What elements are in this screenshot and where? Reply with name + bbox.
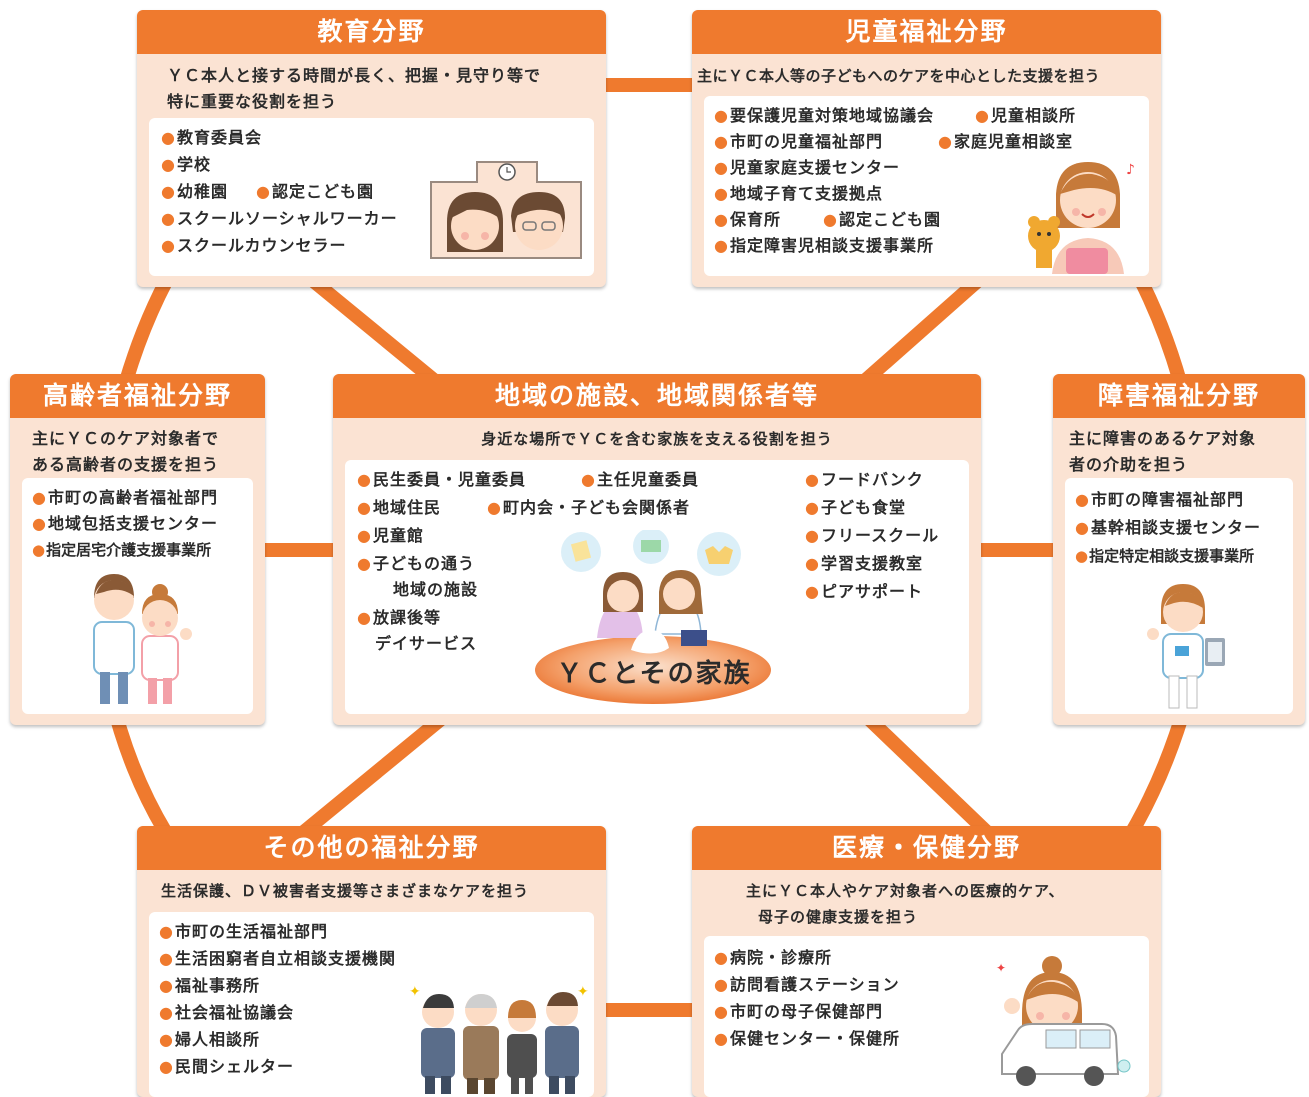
list-item: 生活困窮者自立相談支援機関 [159, 949, 396, 969]
list-item: 地域住民 [357, 498, 441, 518]
panel-other-welfare: その他の福祉分野 生活保護、ＤＶ被害者支援等さまざまなケアを担う 市町の生活福祉… [137, 826, 606, 1097]
item-box: 市町の生活福祉部門 生活困窮者自立相談支援機関 福祉事務所 社会福祉協議会 婦人… [149, 912, 594, 1097]
item-box: 病院・診療所 訪問看護ステーション 市町の母子保健部門 保健センター・保健所 ✦ [704, 936, 1149, 1097]
list-item: 市町の児童福祉部門 [714, 132, 883, 152]
staff-group-illustration-icon: ✦ ✦ [409, 984, 589, 1094]
panel-title: 高齢者福祉分野 [10, 374, 265, 418]
list-item: 認定こども園 [823, 210, 941, 230]
svg-text:♪: ♪ [1126, 162, 1135, 178]
list-item: 基幹相談支援センター [1075, 518, 1261, 538]
panel-title: 医療・保健分野 [692, 826, 1161, 870]
panel-title: 障害福祉分野 [1053, 374, 1305, 418]
elderly-couple-illustration-icon [93, 574, 192, 704]
panel-child-welfare: 児童福祉分野 主にＹＣ本人等の子どもへのケアを中心とした支援を担う 要保護児童対… [692, 10, 1161, 287]
panel-elderly-welfare: 高齢者福祉分野 主にＹＣのケア対象者で ある高齢者の支援を担う 市町の高齢者福祉… [10, 374, 265, 725]
list-item: 主任児童委員 [581, 470, 699, 490]
family-illustration-icon: ＹＣとその家族 [535, 530, 771, 704]
list-item: 保健センター・保健所 [714, 1029, 900, 1049]
list-item: 教育委員会 [161, 128, 262, 148]
panel-description: 主に障害のあるケア対象 者の介助を担う [1069, 429, 1257, 474]
list-item: 児童家庭支援センター [714, 158, 900, 178]
caregiver-puppet-illustration-icon: ♪ [1028, 162, 1135, 274]
list-item: 訪問看護ステーション [714, 975, 900, 995]
list-item: 学校 [161, 155, 211, 175]
visiting-nurse-car-illustration-icon: ✦ [996, 956, 1131, 1086]
list-item: 病院・診療所 [714, 948, 832, 968]
list-item: 社会福祉協議会 [159, 1003, 294, 1023]
item-box: 市町の高齢者福祉部門 地域包括支援センター 指定居宅介護支援事業所 [22, 478, 253, 714]
list-item: ピアサポート [805, 582, 923, 602]
panel-description: 身近な場所でＹＣを含む家族を支える役割を担う [481, 430, 833, 448]
list-item: 市町の高齢者福祉部門 [32, 488, 218, 508]
list-item: 子どもの通う [357, 554, 475, 574]
list-item: 市町の母子保健部門 [714, 1002, 883, 1022]
list-item: スクールカウンセラー [161, 236, 347, 256]
list-item: 指定居宅介護支援事業所 [32, 540, 211, 560]
panel-community: 地域の施設、地域関係者等 身近な場所でＹＣを含む家族を支える役割を担う 民生委員… [333, 374, 981, 725]
connector-medical-center [863, 713, 997, 842]
list-item: 民生委員・児童委員 [357, 470, 526, 490]
list-item: 指定障害児相談支援事業所 [714, 236, 934, 256]
panel-description: 主にＹＣ本人やケア対象者への医療的ケア、 母子の健康支援を担う [746, 882, 1065, 926]
panel-title: 児童福祉分野 [692, 10, 1161, 54]
panel-title: 地域の施設、地域関係者等 [333, 374, 981, 418]
item-box: 市町の障害福祉部門 基幹相談支援センター 指定特定相談支援事業所 [1065, 478, 1293, 714]
list-item: 児童館 [357, 526, 424, 546]
list-item: 指定特定相談支援事業所 [1075, 546, 1254, 566]
panel-education: 教育分野 ＹＣ本人と接する時間が長く、把握・見守り等で 特に重要な役割を担う 教… [137, 10, 606, 287]
panel-description: 生活保護、ＤＶ被害者支援等さまざまなケアを担う [161, 882, 530, 900]
panel-title: 教育分野 [137, 10, 606, 54]
list-item: 市町の生活福祉部門 [159, 922, 328, 942]
item-box: 教育委員会 学校 幼稚園 認定こども園 スクールソーシャルワーカー スクールカウ… [149, 118, 594, 276]
list-item-continuation: 地域の施設 [393, 580, 479, 599]
connector-education-center [293, 263, 447, 392]
connector-child-center [853, 263, 997, 392]
center-label: ＹＣとその家族 [556, 658, 751, 689]
svg-text:✦: ✦ [577, 984, 589, 1000]
list-item: 地域包括支援センター [32, 514, 218, 534]
list-item: 家庭児童相談室 [938, 132, 1073, 152]
connector-other-center [293, 713, 447, 842]
panel-description: ＹＣ本人と接する時間が長く、把握・見守り等で 特に重要な役割を担う [167, 66, 542, 111]
svg-text:✦: ✦ [996, 961, 1006, 975]
list-item: 民間シェルター [159, 1057, 294, 1077]
list-item: フードバンク [805, 470, 924, 490]
list-item: 保育所 [714, 210, 781, 230]
list-item: 子ども食堂 [805, 498, 906, 518]
list-item: 要保護児童対策地域協議会 [714, 106, 934, 126]
list-item-continuation: デイサービス [375, 634, 478, 653]
item-box: 民生委員・児童委員 主任児童委員 地域住民 町内会・子ども会関係者 児童館 子ど… [345, 460, 969, 714]
list-item: 児童相談所 [975, 106, 1076, 126]
item-box: 要保護児童対策地域協議会 児童相談所 市町の児童福祉部門 家庭児童相談室 児童家… [704, 96, 1149, 276]
panel-title: その他の福祉分野 [137, 826, 606, 870]
list-item: スクールソーシャルワーカー [161, 209, 398, 229]
list-item: 地域子育て支援拠点 [714, 184, 883, 204]
list-item: フリースクール [805, 526, 939, 546]
svg-text:✦: ✦ [409, 984, 421, 1000]
list-item: 町内会・子ども会関係者 [487, 498, 690, 518]
teachers-illustration-icon [430, 161, 582, 259]
list-item: 婦人相談所 [159, 1030, 260, 1050]
support-staff-illustration-icon [1147, 584, 1225, 709]
panel-description: 主にＹＣのケア対象者で ある高齢者の支援を担う [32, 429, 220, 474]
list-item: 市町の障害福祉部門 [1075, 490, 1244, 510]
list-item: 幼稚園 [161, 182, 228, 202]
panel-medical-health: 医療・保健分野 主にＹＣ本人やケア対象者への医療的ケア、 母子の健康支援を担う … [692, 826, 1161, 1097]
list-item: 福祉事務所 [159, 976, 260, 996]
panel-disability-welfare: 障害福祉分野 主に障害のあるケア対象 者の介助を担う 市町の障害福祉部門 基幹相… [1053, 374, 1305, 725]
panel-description: 主にＹＣ本人等の子どもへのケアを中心とした支援を担う [697, 67, 1101, 85]
list-item: 放課後等 [357, 608, 441, 628]
list-item: 認定こども園 [256, 182, 374, 202]
list-item: 学習支援教室 [805, 554, 923, 574]
